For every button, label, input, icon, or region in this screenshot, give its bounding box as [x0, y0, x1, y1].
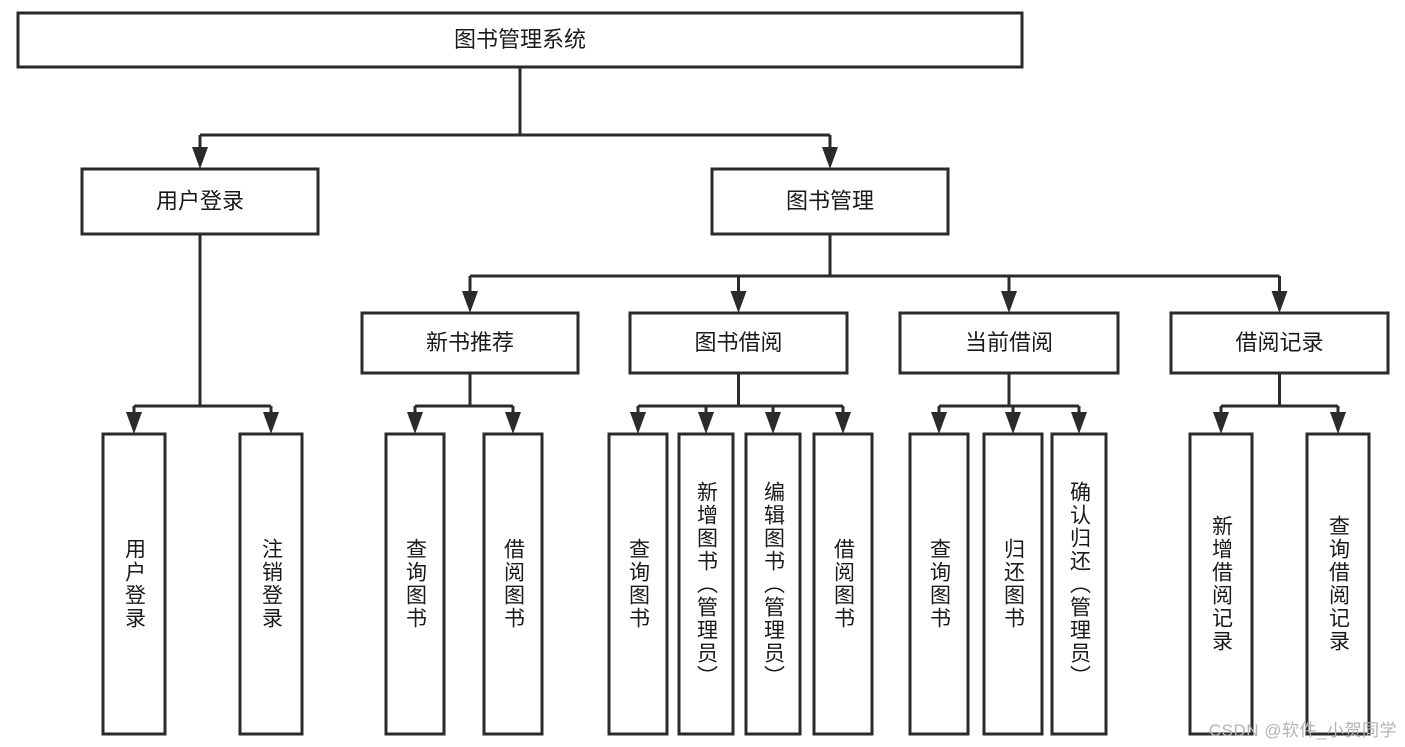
- node-box-leaf-query-book-borrow[interactable]: [607, 432, 669, 736]
- node-box-user-login[interactable]: [80, 167, 320, 236]
- node-label-current-borrow: 当前借阅: [965, 330, 1053, 355]
- node-box-leaf-query-borrow-record[interactable]: [1305, 432, 1371, 736]
- node-box-leaf-confirm-return-admin[interactable]: [1050, 432, 1108, 736]
- root-to-level2-arrow-1: [822, 147, 838, 169]
- node-label-book-borrow: 图书借阅: [694, 330, 782, 355]
- node-box-leaf-query-book-rec[interactable]: [384, 432, 446, 736]
- node-box-leaf-borrow-book[interactable]: [812, 432, 874, 736]
- current-borrow-to-leaves-arrow-0: [931, 412, 947, 434]
- node-box-leaf-query-book-cur[interactable]: [908, 432, 970, 736]
- node-box-leaf-add-borrow-record[interactable]: [1188, 432, 1254, 736]
- connectors-layer: [126, 67, 1346, 434]
- node-box-leaf-add-book-admin[interactable]: [677, 432, 735, 736]
- node-box-book-manage[interactable]: [710, 167, 950, 236]
- node-label-borrow-record: 借阅记录: [1235, 330, 1323, 355]
- node-box-leaf-user-login[interactable]: [101, 432, 167, 736]
- node-box-leaf-logout[interactable]: [238, 432, 304, 736]
- root-to-level2-arrow-0: [192, 147, 208, 169]
- new-book-rec-to-leaves-arrow-1: [505, 412, 521, 434]
- book-borrow-to-leaves-arrow-0: [630, 412, 646, 434]
- node-box-leaf-borrow-book-rec[interactable]: [482, 432, 544, 736]
- node-box-book-borrow[interactable]: [628, 311, 849, 375]
- borrow-record-to-leaves-arrow-0: [1213, 412, 1229, 434]
- node-box-borrow-record[interactable]: [1169, 311, 1390, 375]
- book-borrow-to-leaves-arrow-1: [698, 412, 714, 434]
- borrow-record-to-leaves-arrow-1: [1330, 412, 1346, 434]
- userlogin-to-leaves-arrow-1: [263, 412, 279, 434]
- node-box-current-borrow[interactable]: [898, 311, 1120, 375]
- node-label-user-login: 用户登录: [156, 188, 244, 213]
- node-label-root: 图书管理系统: [454, 27, 586, 52]
- bookmanage-to-level3-arrow-1: [730, 291, 747, 313]
- bookmanage-to-level3-arrow-2: [1001, 291, 1017, 313]
- current-borrow-to-leaves-arrow-1: [1005, 412, 1021, 434]
- boxes-layer: [16, 11, 1390, 736]
- book-borrow-to-leaves-arrow-2: [765, 412, 781, 434]
- node-label-book-manage: 图书管理: [786, 188, 874, 213]
- node-box-root[interactable]: [16, 11, 1024, 69]
- csdn-watermark: CSDN @软件_小贺同学: [1208, 721, 1397, 740]
- current-borrow-to-leaves-arrow-2: [1071, 412, 1087, 434]
- node-box-leaf-edit-book-admin[interactable]: [744, 432, 802, 736]
- userlogin-to-leaves-arrow-0: [126, 412, 142, 434]
- node-box-new-book-rec[interactable]: [360, 311, 580, 375]
- new-book-rec-to-leaves-arrow-0: [407, 412, 423, 434]
- node-label-new-book-rec: 新书推荐: [426, 330, 514, 355]
- node-box-leaf-return-book[interactable]: [982, 432, 1044, 736]
- bookmanage-to-level3-arrow-0: [462, 291, 478, 313]
- book-borrow-to-leaves-arrow-3: [835, 412, 851, 434]
- bookmanage-to-level3-arrow-3: [1271, 291, 1288, 313]
